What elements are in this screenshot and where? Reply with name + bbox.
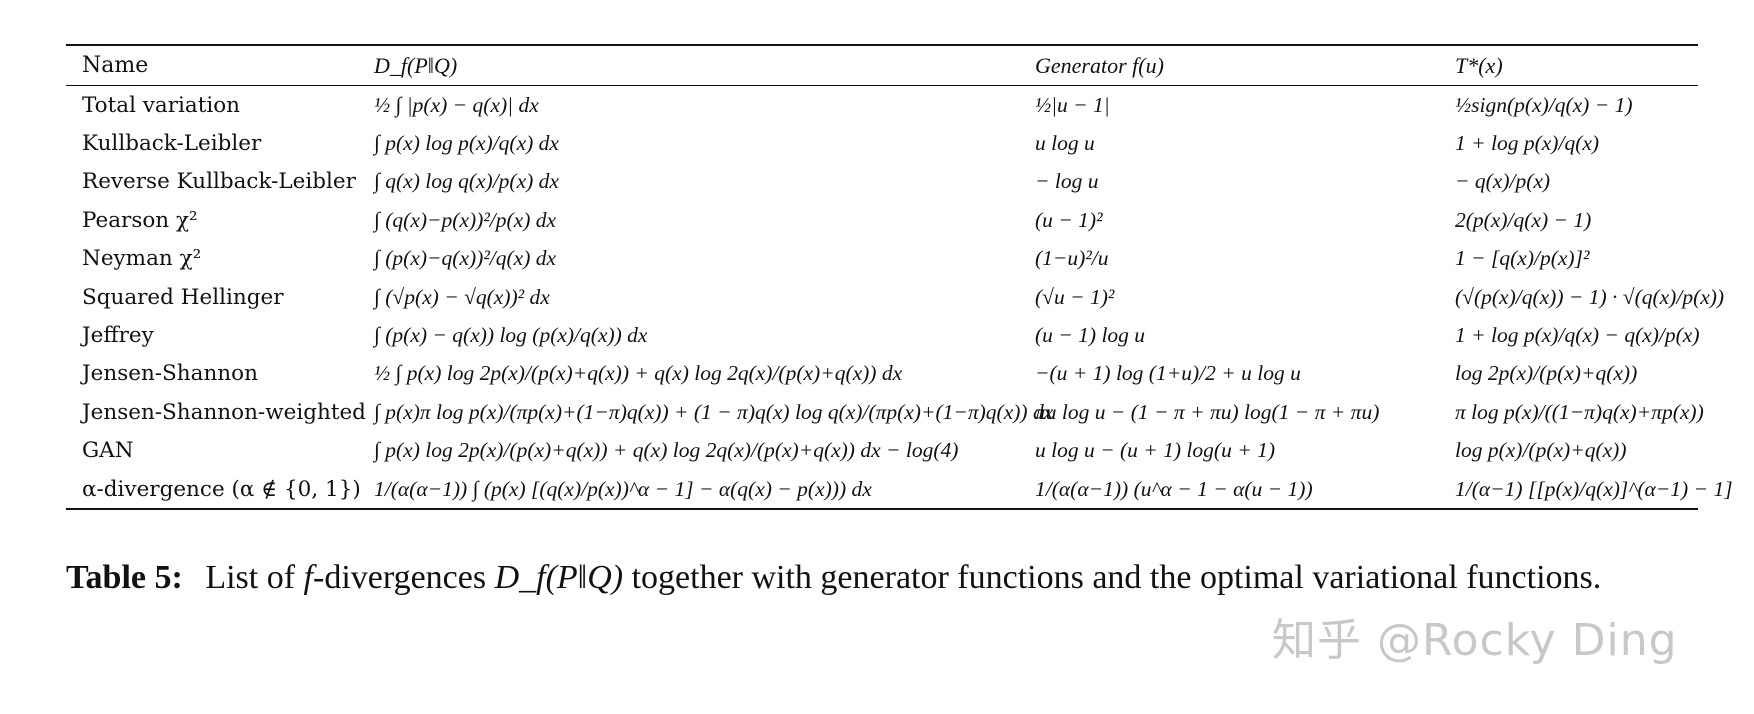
cell-name: α-divergence (α ∉ {0, 1}) — [82, 476, 361, 502]
cell-divergence: ∫ (q(x)−p(x))²/p(x) dx — [374, 207, 557, 232]
caption-math-dpq: D_f(P‖Q) — [494, 559, 624, 596]
table-row: Squared Hellinger ∫ (√p(x) − √q(x))² dx (√… — [66, 278, 1725, 316]
table-row: GAN ∫ p(x) log 2p(x)/(p(x)+q(x)) + q(x) l… — [66, 432, 1698, 470]
cell-divergence: 1/(α(α−1)) ∫ (p(x) [(q(x)/p(x))^α − 1] −… — [374, 476, 872, 501]
cell-divergence: ∫ q(x) log q(x)/p(x) dx — [374, 169, 559, 194]
cell-generator: πu log u − (1 − π + πu) log(1 − π + πu) — [1035, 399, 1380, 424]
cell-name: Jensen-Shannon-weighted — [82, 399, 366, 425]
cell-optimal-function: 1 − [q(x)/p(x)]² — [1455, 246, 1590, 271]
caption-label: Table 5: — [66, 559, 183, 596]
bottom-rule — [66, 508, 1698, 511]
cell-generator: u log u − (u + 1) log(u + 1) — [1035, 438, 1275, 463]
table-row: Reverse Kullback-Leibler ∫ q(x) log q(x)/… — [66, 163, 1698, 201]
f-divergence-table: Name D_f(P‖Q) Generator f(u) T*(x) Total… — [66, 44, 1733, 511]
cell-generator: (√u − 1)² — [1035, 284, 1115, 309]
caption-text-mid: -divergences — [313, 559, 487, 596]
cell-name: Jensen-Shannon — [82, 361, 258, 387]
table-row: Jensen-Shannon-weighted ∫ p(x)π log p(x)/… — [66, 393, 1704, 431]
cell-generator: 1/(α(α−1)) (u^α − 1 − α(u − 1)) — [1035, 476, 1313, 501]
cell-generator: (1−u)²/u — [1035, 246, 1109, 271]
cell-name: GAN — [82, 438, 134, 464]
caption-text-before: List of — [205, 559, 296, 596]
cell-name: Total variation — [82, 92, 241, 118]
cell-name: Kullback-Leibler — [82, 131, 262, 157]
cell-divergence: ∫ (p(x) − q(x)) log (p(x)/q(x)) dx — [374, 323, 648, 348]
cell-optimal-function: 1 + log p(x)/q(x) — [1455, 131, 1600, 156]
top-rule — [66, 44, 1698, 46]
cell-divergence: ∫ (√p(x) − √q(x))² dx — [374, 284, 550, 309]
cell-optimal-function: 1 + log p(x)/q(x) − q(x)/p(x) — [1455, 323, 1700, 348]
table-row: Pearson χ² ∫ (q(x)−p(x))²/p(x) dx (u − 1)²… — [66, 201, 1698, 239]
cell-name: Jeffrey — [82, 323, 154, 349]
cell-generator: − log u — [1035, 169, 1099, 194]
cell-divergence: ½ ∫ p(x) log 2p(x)/(p(x)+q(x)) + q(x) lo… — [374, 361, 903, 386]
cell-divergence: ½ ∫ |p(x) − q(x)| dx — [374, 92, 539, 117]
cell-name: Pearson χ² — [82, 207, 198, 233]
cell-optimal-function: π log p(x)/((1−π)q(x)+πp(x)) — [1455, 399, 1704, 424]
cell-generator: u log u — [1035, 131, 1095, 156]
cell-optimal-function: − q(x)/p(x) — [1455, 169, 1551, 194]
header-generator: Generator f(u) — [1035, 52, 1164, 78]
header-optimal-function: T*(x) — [1455, 52, 1503, 78]
cell-optimal-function: ½sign(p(x)/q(x) − 1) — [1455, 92, 1633, 117]
cell-name: Squared Hellinger — [82, 284, 284, 310]
table-header-row: Name D_f(P‖Q) Generator f(u) T*(x) — [66, 46, 1698, 86]
cell-name: Neyman χ² — [82, 246, 202, 272]
caption-text-after: together with generator functions and th… — [631, 559, 1602, 596]
header-divergence: D_f(P‖Q) — [374, 52, 458, 78]
cell-generator: (u − 1)² — [1035, 207, 1103, 232]
cell-optimal-function: 1/(α−1) [[p(x)/q(x)]^(α−1) − 1] — [1455, 476, 1733, 501]
cell-optimal-function: 2(p(x)/q(x) − 1) — [1455, 207, 1592, 232]
table-row: Kullback-Leibler ∫ p(x) log p(x)/q(x) dx u… — [66, 124, 1698, 162]
table-row: Jeffrey ∫ (p(x) − q(x)) log (p(x)/q(x)) d… — [66, 316, 1700, 354]
cell-divergence: ∫ p(x) log 2p(x)/(p(x)+q(x)) + q(x) log … — [374, 438, 959, 463]
cell-optimal-function: log p(x)/(p(x)+q(x)) — [1455, 438, 1627, 463]
cell-generator: (u − 1) log u — [1035, 323, 1146, 348]
table-row: Neyman χ² ∫ (p(x)−q(x))²/q(x) dx (1−u)²/u 1… — [66, 240, 1698, 278]
cell-optimal-function: (√(p(x)/q(x)) − 1) · √(q(x)/p(x)) — [1455, 284, 1725, 309]
watermark: 知乎 @Rocky Ding — [1272, 615, 1678, 666]
table-row: α-divergence (α ∉ {0, 1}) 1/(α(α−1)) ∫ (p… — [66, 470, 1733, 508]
table-row: Jensen-Shannon ½ ∫ p(x) log 2p(x)/(p(x)+q… — [66, 355, 1698, 393]
table-caption: Table 5: List of f-divergences D_f(P‖Q) … — [66, 556, 1666, 600]
caption-math-f: f — [303, 559, 313, 596]
cell-divergence: ∫ p(x) log p(x)/q(x) dx — [374, 131, 559, 156]
table-row: Total variation ½ ∫ |p(x) − q(x)| dx ½|u −… — [66, 86, 1698, 125]
cell-optimal-function: log 2p(x)/(p(x)+q(x)) — [1455, 361, 1638, 386]
header-name: Name — [82, 53, 149, 78]
cell-generator: ½|u − 1| — [1035, 92, 1110, 117]
cell-divergence: ∫ p(x)π log p(x)/(πp(x)+(1−π)q(x)) + (1 … — [374, 399, 1054, 424]
cell-divergence: ∫ (p(x)−q(x))²/q(x) dx — [374, 246, 557, 271]
cell-name: Reverse Kullback-Leibler — [82, 169, 356, 195]
cell-generator: −(u + 1) log (1+u)/2 + u log u — [1035, 361, 1301, 386]
divergence-table: Name D_f(P‖Q) Generator f(u) T*(x) Total… — [66, 46, 1733, 508]
